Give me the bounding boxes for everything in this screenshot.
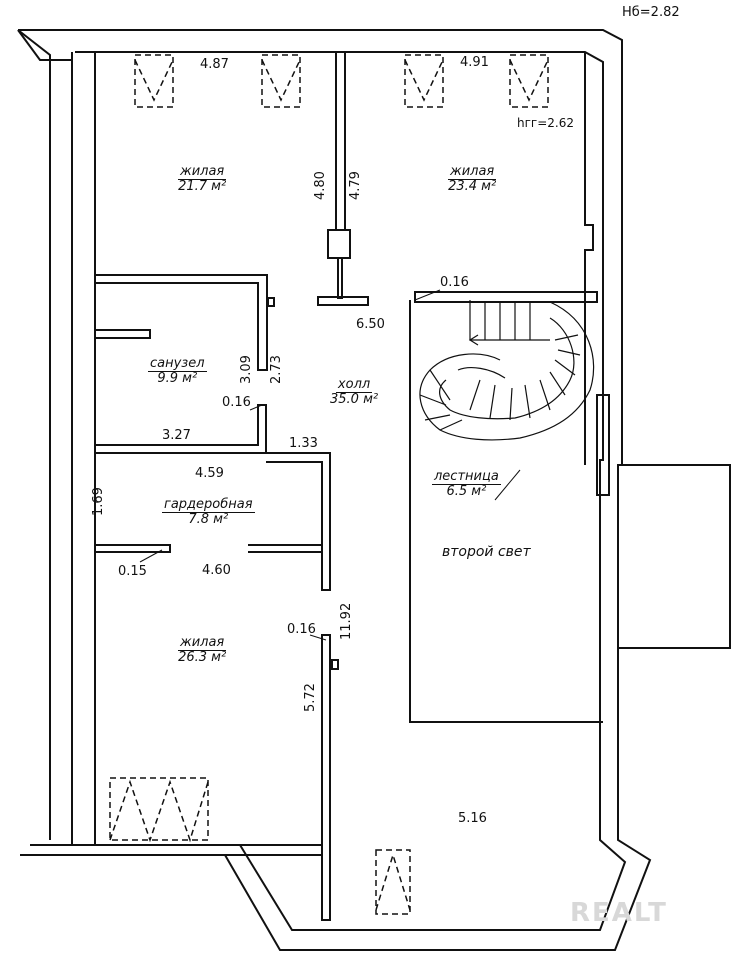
room-name: жилая xyxy=(178,164,227,180)
dim-479: 4.79 xyxy=(348,171,363,200)
dim-016-a: 0.16 xyxy=(440,275,469,290)
room-area: 21.7 м² xyxy=(178,178,227,194)
dim-1192: 11.92 xyxy=(339,602,354,640)
room-area: 7.8 м² xyxy=(188,511,229,527)
room-name: гардеробная xyxy=(162,497,255,513)
outer-wall-outer xyxy=(18,29,652,951)
room-living-sw: жилая 26.3 м² xyxy=(178,635,227,665)
room-name: санузел xyxy=(148,356,207,372)
balcony xyxy=(618,464,731,649)
dim-309: 3.09 xyxy=(239,355,254,384)
room-area: 23.4 м² xyxy=(448,178,497,194)
dim-480: 4.80 xyxy=(313,171,328,200)
dim-169: 1.69 xyxy=(91,487,106,516)
dim-460: 4.60 xyxy=(202,563,231,578)
room-stairs: лестница 6.5 м² xyxy=(432,470,501,498)
dim-016-b: 0.16 xyxy=(222,395,251,410)
dim-327: 3.27 xyxy=(162,428,191,443)
room-name: жилая xyxy=(178,635,227,651)
west-wall xyxy=(17,29,96,845)
window-markers xyxy=(109,54,549,915)
room-name: жилая xyxy=(448,164,497,180)
room-name: холл xyxy=(335,377,373,393)
dim-572: 5.72 xyxy=(303,683,318,712)
outer-wall-inner xyxy=(30,51,627,931)
watermark: REALT xyxy=(570,898,668,928)
dim-016-c: 0.16 xyxy=(287,622,316,637)
room-area: 35.0 м² xyxy=(330,391,379,407)
dim-459: 4.59 xyxy=(195,466,224,481)
room-wardrobe: гардеробная 7.8 м² xyxy=(162,498,255,526)
ceiling-height-inner: hгг=2.62 xyxy=(517,116,574,130)
staircase xyxy=(419,300,595,441)
room-living-nw: жилая 21.7 м² xyxy=(178,164,227,194)
room-name: лестница xyxy=(432,469,501,485)
dim-650: 6.50 xyxy=(356,317,385,332)
room-hall: холл 35.0 м² xyxy=(330,378,378,406)
ceiling-height-total: Hб=2.82 xyxy=(622,5,680,20)
room-bathroom: санузел 9.9 м² xyxy=(148,357,207,385)
dim-516: 5.16 xyxy=(458,811,487,826)
dim-491: 4.91 xyxy=(460,55,489,70)
room-area: 6.5 м² xyxy=(446,483,487,499)
room-living-ne: жилая 23.4 м² xyxy=(448,164,497,194)
second-light-void xyxy=(409,300,603,723)
dim-015: 0.15 xyxy=(118,564,147,579)
dim-133: 1.33 xyxy=(289,436,318,451)
dim-273: 2.73 xyxy=(269,355,284,384)
dim-487: 4.87 xyxy=(200,57,229,72)
room-area: 9.9 м² xyxy=(157,370,198,386)
second-light-label: второй свет xyxy=(442,544,531,560)
room-area: 26.3 м² xyxy=(178,649,227,665)
